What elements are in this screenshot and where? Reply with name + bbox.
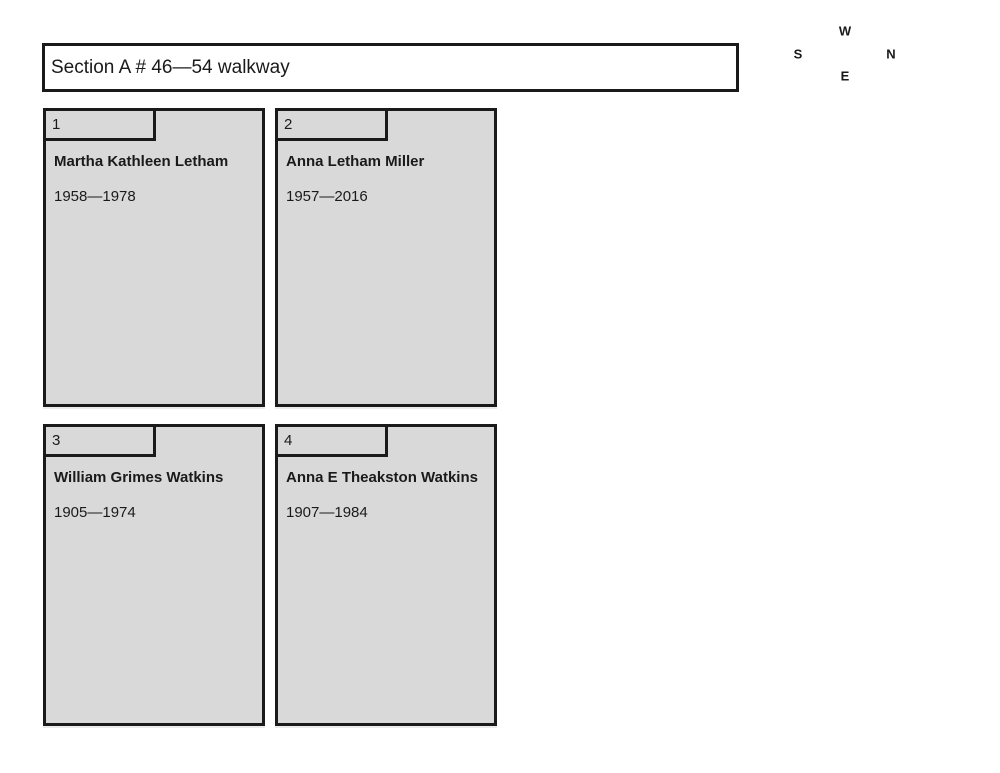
plot-card-4: 4 Anna E Theakston Watkins 1907—1984: [275, 424, 497, 726]
section-title: Section A # 46—54 walkway: [51, 56, 290, 78]
compass-east-label: E: [840, 68, 850, 84]
plot-number: 2: [284, 116, 293, 133]
plot-card-3: 3 William Grimes Watkins 1905—1974: [43, 424, 265, 726]
plot-number-tab: 4: [275, 424, 388, 457]
plot-number: 3: [52, 432, 61, 449]
plot-number-tab: 3: [43, 424, 156, 457]
compass-south-label: S: [793, 46, 803, 62]
compass-west-label: W: [838, 23, 852, 39]
compass: W S N E: [780, 15, 910, 90]
life-dates: 1907—1984: [286, 504, 368, 521]
occupant-name: Martha Kathleen Letham: [54, 153, 229, 170]
occupant-name: Anna E Theakston Watkins: [286, 469, 478, 486]
plot-number-tab: 2: [275, 108, 388, 141]
section-title-box: Section A # 46—54 walkway: [42, 43, 739, 92]
plot-card-2: 2 Anna Letham Miller 1957—2016: [275, 108, 497, 407]
occupant-name: Anna Letham Miller: [286, 153, 425, 170]
life-dates: 1957—2016: [286, 188, 368, 205]
plot-number: 1: [52, 116, 61, 133]
plot-number-tab: 1: [43, 108, 156, 141]
life-dates: 1905—1974: [54, 504, 136, 521]
compass-north-label: N: [886, 46, 896, 62]
plot-number: 4: [284, 432, 293, 449]
occupant-name: William Grimes Watkins: [54, 469, 224, 486]
life-dates: 1958—1978: [54, 188, 136, 205]
plot-card-1: 1 Martha Kathleen Letham 1958—1978: [43, 108, 265, 407]
